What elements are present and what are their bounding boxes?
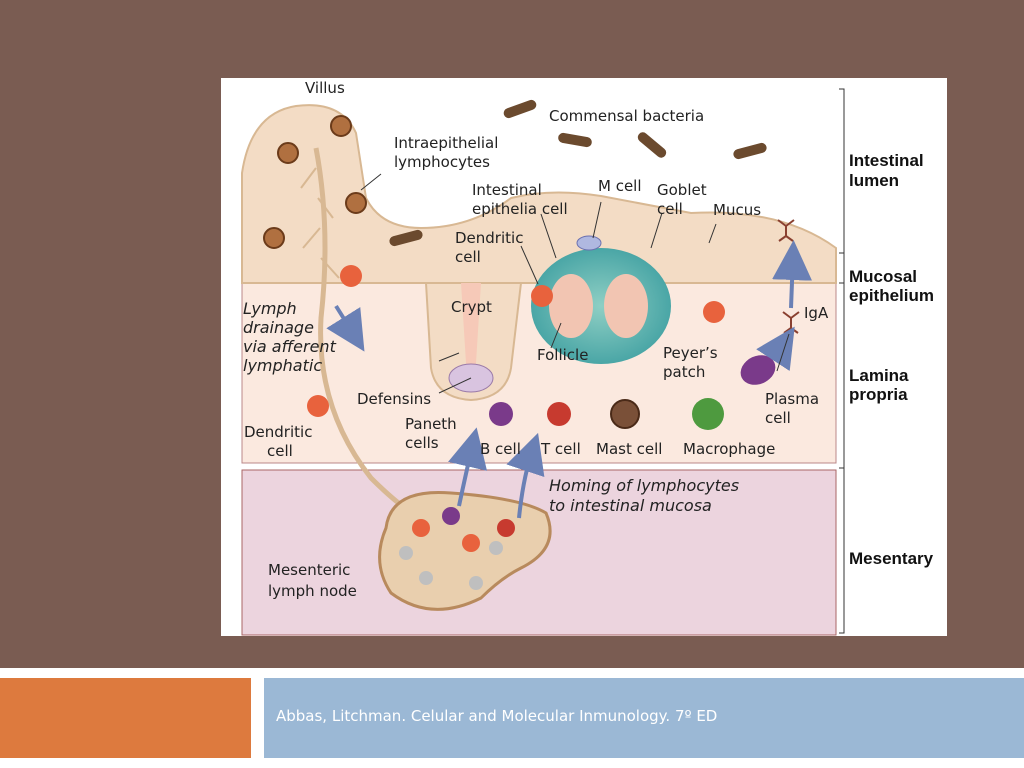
divider-strip <box>0 668 1024 678</box>
label-intestinal-epithelia: Intestinal <box>472 181 542 199</box>
lymph-drainage-arrow <box>326 304 365 352</box>
commensal-bacterium <box>558 132 592 148</box>
label-defensins: Defensins <box>357 390 431 408</box>
label-macrophage: Macrophage <box>683 440 775 458</box>
lymphatic-vessel <box>313 147 423 521</box>
label-mast-cell: Mast cell <box>596 440 662 458</box>
region-mucosal-epithelium: Mucosal <box>849 267 917 286</box>
label-plasma-2: cell <box>765 409 791 427</box>
dendritic-cell <box>307 395 329 417</box>
node-follicle <box>399 546 413 560</box>
region-bracket <box>839 88 845 634</box>
label-goblet-2: cell <box>657 200 683 218</box>
iga-molecule <box>777 219 795 242</box>
label-lymph-4: lymphatic <box>243 356 322 375</box>
homing-arrow-t <box>506 432 545 519</box>
accent-block <box>0 678 251 758</box>
label-lymph-1: Lymph <box>243 299 297 318</box>
label-mesenteric: Mesenteric <box>268 561 350 579</box>
dendritic-cell <box>703 301 725 323</box>
dendritic-cell <box>340 265 362 287</box>
label-commensal-bacteria: Commensal bacteria <box>549 107 704 125</box>
commensal-bacterium <box>733 142 767 160</box>
b-cell <box>442 507 460 525</box>
intraepithelial-lymphocyte <box>277 142 299 164</box>
region-mucosal-epithelium-2: epithelium <box>849 286 934 305</box>
label-peyers-2: patch <box>663 363 705 381</box>
node-follicle <box>469 576 483 590</box>
node-follicle <box>489 541 503 555</box>
caption-bar <box>264 678 1024 758</box>
label-mesenteric-2: lymph node <box>268 582 357 600</box>
t-cell <box>497 519 515 537</box>
intraepithelial-lymphocyte <box>330 115 352 137</box>
homing-arrow-b <box>448 427 488 507</box>
intraepithelial-lymphocyte <box>263 227 285 249</box>
dendritic-cell <box>462 534 480 552</box>
intestinal-immune-diagram: Villus Commensal bacteria Intraepithelia… <box>221 78 947 636</box>
region-lamina-propria: Lamina <box>849 366 909 385</box>
lymphatic-branches <box>300 167 340 279</box>
iga-secretion-arrow <box>772 240 813 309</box>
follicle-left <box>549 274 593 338</box>
dendritic-cell <box>412 519 430 537</box>
region-lamina-propria-2: propria <box>849 385 908 404</box>
label-lymph-3: via afferent <box>243 337 337 356</box>
dendritic-cell <box>531 285 553 307</box>
label-peyers: Peyer’s <box>663 344 718 362</box>
t-cell <box>547 402 571 426</box>
region-intestinal-lumen-2: lumen <box>849 171 899 190</box>
intraepithelial-lymphocyte <box>345 192 367 214</box>
label-m-cell: M cell <box>598 177 642 195</box>
commensal-bacterium <box>389 229 423 247</box>
commensal-bacterium <box>637 132 667 158</box>
label-intraepithelial-2: lymphocytes <box>394 153 490 171</box>
label-homing-2: to intestinal mucosa <box>549 496 712 515</box>
region-intestinal-lumen: Intestinal <box>849 151 924 170</box>
label-intraepithelial: Intraepithelial <box>394 134 498 152</box>
label-paneth: Paneth <box>405 415 457 433</box>
label-paneth-2: cells <box>405 434 439 452</box>
label-goblet: Goblet <box>657 181 707 199</box>
commensal-bacterium <box>503 99 537 119</box>
label-iga: IgA <box>804 304 829 322</box>
label-lymph-2: drainage <box>243 318 314 337</box>
iga-molecule <box>782 311 800 334</box>
macrophage <box>692 398 724 430</box>
mast-cell <box>610 399 640 429</box>
node-follicle <box>419 571 433 585</box>
label-b-cell: B cell <box>480 440 521 458</box>
label-dendritic-bottom: Dendritic <box>244 423 312 441</box>
follicle-right <box>604 274 648 338</box>
citation-caption: Abbas, Litchman. Celular and Molecular I… <box>276 707 718 725</box>
label-crypt: Crypt <box>451 298 492 316</box>
label-intestinal-epithelia-2: epithelia cell <box>472 200 568 218</box>
label-homing-1: Homing of lymphocytes <box>549 476 739 495</box>
label-villus: Villus <box>305 79 345 97</box>
region-mesentary: Mesentary <box>849 549 934 568</box>
label-dendritic-bottom-2: cell <box>267 442 293 460</box>
label-dendritic-top: Dendritic <box>455 229 523 247</box>
label-dendritic-top-2: cell <box>455 248 481 266</box>
label-mucus: Mucus <box>713 201 761 219</box>
leader-lines <box>360 173 790 394</box>
b-cell <box>489 402 513 426</box>
label-plasma: Plasma <box>765 390 819 408</box>
m-cell <box>576 235 602 251</box>
crypt-lumen <box>461 283 481 371</box>
iga-arrow <box>756 326 795 372</box>
label-t-cell: T cell <box>540 440 581 458</box>
label-follicle: Follicle <box>537 346 588 364</box>
